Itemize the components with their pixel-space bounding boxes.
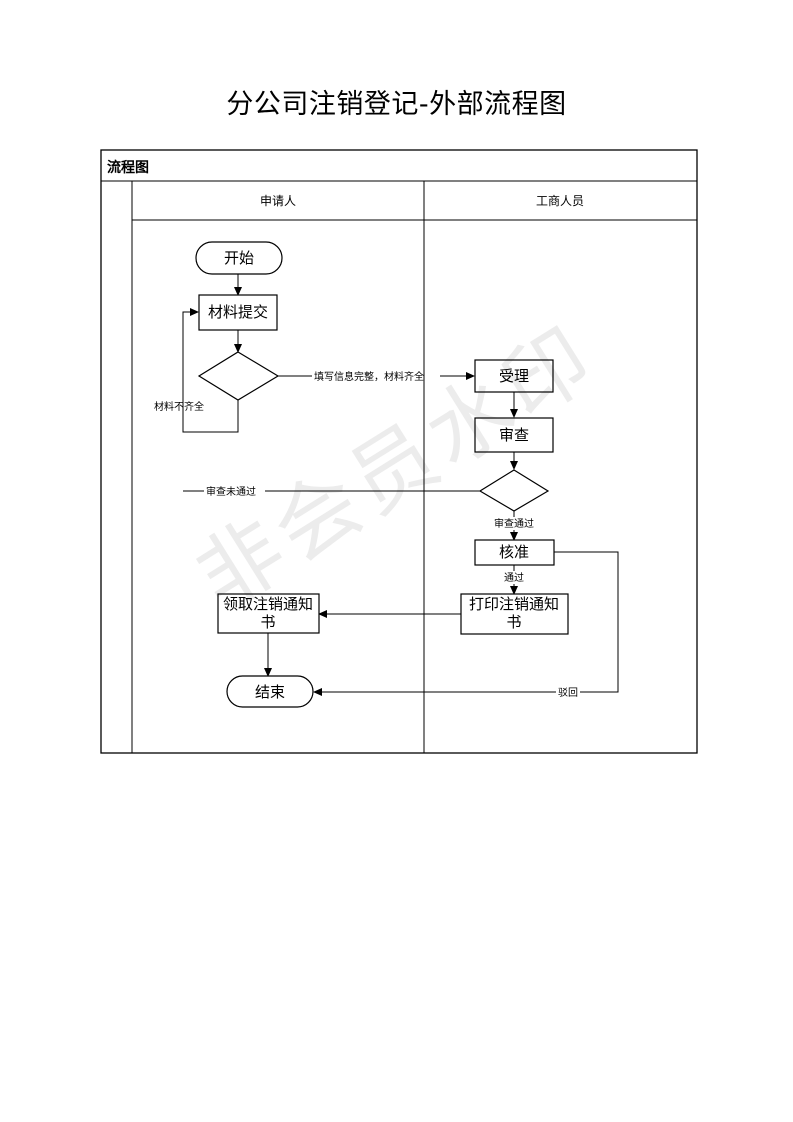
node-print-label-2: 书 <box>506 613 521 631</box>
node-review <box>474 417 554 453</box>
node-end-label: 结束 <box>255 683 285 701</box>
table-header: 流程图 <box>107 159 149 176</box>
edge-reject-a <box>554 551 619 693</box>
edge-incomplete-loop <box>182 308 239 433</box>
node-accept <box>474 359 554 393</box>
document-title: 分公司注销登记-外部流程图 <box>226 89 567 120</box>
node-start <box>195 241 283 275</box>
node-collect <box>217 593 320 634</box>
node-print-label-1: 打印注销通知 <box>469 595 559 613</box>
node-decision-completeness <box>197 351 280 401</box>
node-print <box>460 593 569 635</box>
lane-officer-label: 工商人员 <box>536 193 584 208</box>
edge-label-reject: 驳回 <box>558 687 578 699</box>
edge-label-pass: 通过 <box>504 571 524 584</box>
node-decision-review <box>478 469 550 512</box>
node-approve <box>474 539 555 566</box>
edge-label-incomplete: 材料不齐全 <box>154 400 204 413</box>
node-submit-label: 材料提交 <box>208 303 268 321</box>
lane-applicant-label: 申请人 <box>260 194 296 208</box>
edge-label-complete: 填写信息完整，材料齐全 <box>314 370 424 383</box>
node-review-label: 审查 <box>499 426 529 444</box>
node-end <box>226 675 314 708</box>
node-accept-label: 受理 <box>499 367 529 385</box>
edge-label-review-fail: 审查未通过 <box>206 485 256 498</box>
node-approve-label: 核准 <box>499 543 529 561</box>
node-start-label: 开始 <box>224 249 254 267</box>
edge-label-review-pass: 审查通过 <box>494 517 534 530</box>
node-collect-label-1: 领取注销通知 <box>223 595 313 613</box>
table-frame <box>100 149 698 754</box>
node-submit <box>198 294 278 331</box>
node-collect-label-2: 书 <box>260 613 275 631</box>
